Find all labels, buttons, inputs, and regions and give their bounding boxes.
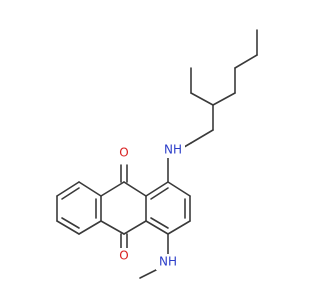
structure-diagram: O O NH NH: [56, 29, 258, 279]
bond-chain-6: [212, 92, 236, 106]
bond-ring-b-4: [123, 220, 147, 235]
bond-ring-b-1: [100, 181, 125, 197]
nitrogen-top-bg: [161, 142, 185, 158]
nitrogen-bottom-bg: [156, 254, 180, 270]
bond-ring-c-2: [167, 181, 191, 197]
oxygen-top-label: O: [119, 146, 128, 160]
bond-chain-8: [234, 54, 258, 69]
nitrogen-top-label: NH: [164, 143, 182, 157]
nitrogen-bottom-label: NH: [159, 255, 177, 269]
bond-ring-b-2: [123, 181, 147, 197]
bond-ring-c-inner-1: [150, 187, 169, 200]
bond-ring-c-4: [167, 220, 191, 235]
bond-ring-a-inner-2: [61, 217, 80, 229]
bond-ring-c-inner-3: [150, 217, 169, 229]
molecule-canvas: O O NH NH: [56, 29, 258, 279]
bond-ring-a-4: [78, 220, 102, 235]
bonds: [56, 29, 258, 279]
bond-ring-c-5: [145, 220, 169, 235]
bond-chain-4: [190, 92, 214, 106]
bond-ring-a-1: [56, 181, 80, 197]
bond-ring-c-1: [145, 181, 169, 197]
bond-ring-a-3: [56, 220, 80, 235]
bond-ring-a-6: [78, 181, 102, 197]
bond-upper-n-chain-2: [190, 129, 214, 144]
bond-lower-n-chain: [139, 269, 157, 279]
atom-labels: O O NH NH: [116, 142, 185, 270]
oxygen-top-bg: [116, 145, 132, 161]
bond-ring-b-5: [100, 220, 125, 235]
oxygen-bottom-label: O: [119, 249, 128, 263]
bond-ring-a-inner-1: [61, 187, 80, 200]
oxygen-bottom-bg: [116, 248, 132, 264]
